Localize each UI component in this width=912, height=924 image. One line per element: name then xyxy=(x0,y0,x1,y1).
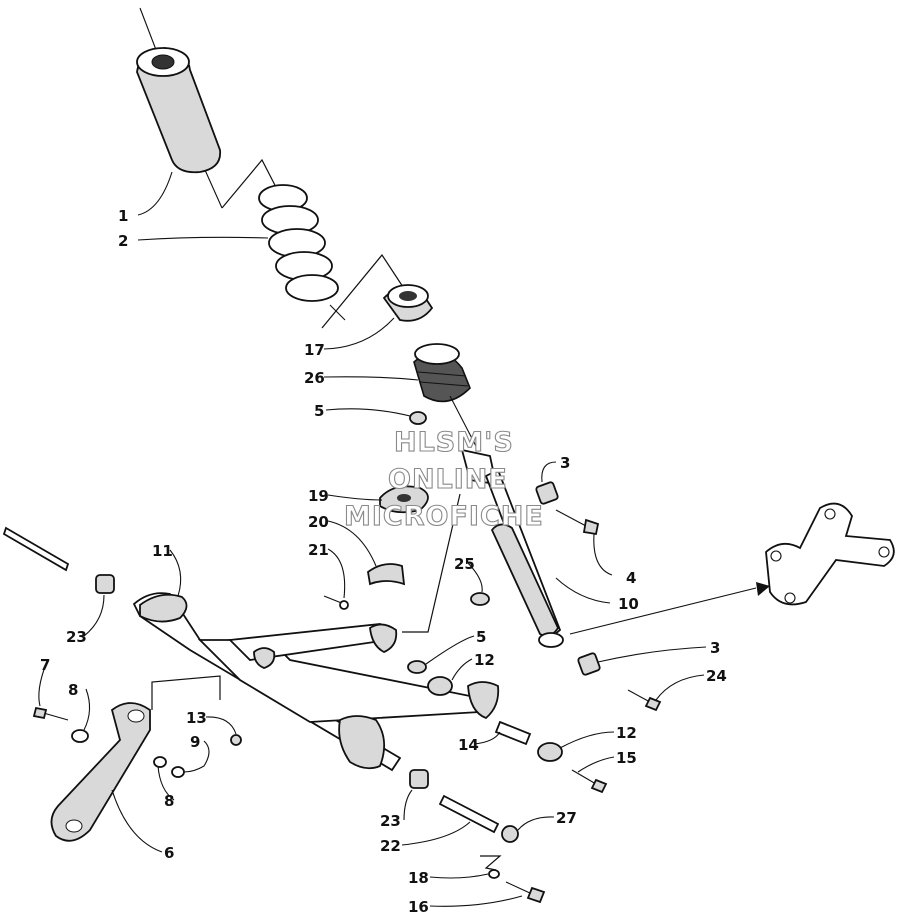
callout-16: 16 xyxy=(408,898,429,916)
spring-seat-part-26 xyxy=(413,343,471,403)
bumper-boot-part-1 xyxy=(136,7,281,209)
shock-rod xyxy=(449,395,479,451)
callout-10: 10 xyxy=(618,595,639,613)
bushing-part-3-lower xyxy=(577,652,601,676)
bushing-part-12-upper xyxy=(427,676,453,696)
cam-cover-part-20 xyxy=(367,563,406,586)
nut-part-25 xyxy=(470,592,490,606)
a-arm-assembly-part-11 xyxy=(132,592,500,772)
washer-part-8-left xyxy=(71,729,89,743)
callout-25: 25 xyxy=(454,555,475,573)
exploded-path-line-lower xyxy=(480,855,502,871)
callout-14: 14 xyxy=(458,736,479,754)
callout-12-upper: 12 xyxy=(474,651,495,669)
exploded-path-line-left xyxy=(151,675,221,710)
bell-crank-assembly xyxy=(765,502,895,606)
callout-22: 22 xyxy=(380,837,401,855)
washer-part-27 xyxy=(501,825,519,843)
callout-8-right: 8 xyxy=(164,792,174,810)
spacer-part-14 xyxy=(494,720,532,746)
watermark-line-3: MICROFICHE xyxy=(344,501,544,532)
lockwasher-part-18 xyxy=(488,869,500,879)
callout-2: 2 xyxy=(118,232,128,250)
callout-5-lower: 5 xyxy=(476,628,486,646)
nut-part-5-lower xyxy=(407,660,427,674)
shock-absorber-part-10 xyxy=(460,448,564,648)
cam-part-19 xyxy=(379,485,429,514)
callout-labels: 1 2 17 26 5 3 4 19 20 21 25 10 11 23 5 1… xyxy=(40,207,727,916)
bolt-part-16 xyxy=(505,881,546,904)
callout-18: 18 xyxy=(408,869,429,887)
bolt-part-24 xyxy=(627,689,662,712)
exploded-path-line-center xyxy=(402,493,461,633)
callout-26: 26 xyxy=(304,369,325,387)
zerk-part-13 xyxy=(230,734,242,746)
watermark-line-1: HLSM'S xyxy=(394,427,514,458)
callout-12-lower: 12 xyxy=(616,724,637,742)
adjuster-nut-part-17 xyxy=(382,284,434,322)
callout-1: 1 xyxy=(118,207,128,225)
bushing-part-12-lower xyxy=(537,742,563,762)
nut-part-5-upper xyxy=(409,411,427,425)
callout-17: 17 xyxy=(304,341,325,359)
callout-23-right: 23 xyxy=(380,812,401,830)
arrow-head-icon xyxy=(756,582,770,596)
washer-part-8-right xyxy=(153,756,167,768)
bushing-part-23-left xyxy=(95,574,115,594)
callout-3-lower: 3 xyxy=(710,639,720,657)
callout-3-upper: 3 xyxy=(560,454,570,472)
callout-15: 15 xyxy=(616,749,637,767)
link-arm-part-6 xyxy=(50,702,151,842)
callout-6: 6 xyxy=(164,844,174,862)
callout-27: 27 xyxy=(556,809,577,827)
callout-11: 11 xyxy=(152,542,173,560)
axle-rod-left xyxy=(2,526,70,572)
callout-7: 7 xyxy=(40,656,50,674)
leader-lines xyxy=(38,171,707,907)
callout-21: 21 xyxy=(308,541,329,559)
bushing-part-3-upper xyxy=(535,481,559,505)
bushing-part-23-right xyxy=(409,769,429,789)
screw-part-21 xyxy=(323,595,349,610)
axle-part-22 xyxy=(438,794,500,834)
spring-part-2 xyxy=(258,184,346,321)
callout-19: 19 xyxy=(308,487,329,505)
bolt-part-15 xyxy=(571,769,608,794)
callout-24: 24 xyxy=(706,667,727,685)
callout-4: 4 xyxy=(626,569,636,587)
callout-8-left: 8 xyxy=(68,681,78,699)
exploded-path-line-upper xyxy=(321,253,406,329)
watermark: HLSM'S ONLINE MICROFICHE xyxy=(343,426,544,532)
bolt-part-7 xyxy=(32,706,69,721)
callout-23-left: 23 xyxy=(66,628,87,646)
callout-20: 20 xyxy=(308,513,329,531)
callout-9: 9 xyxy=(190,733,200,751)
watermark-line-2: ONLINE xyxy=(388,464,508,495)
callout-13: 13 xyxy=(186,709,207,727)
bolt-part-4 xyxy=(555,509,600,536)
callout-5-upper: 5 xyxy=(314,402,324,420)
nut-part-9 xyxy=(171,766,185,778)
shock-mount-arrow-line xyxy=(569,587,757,635)
